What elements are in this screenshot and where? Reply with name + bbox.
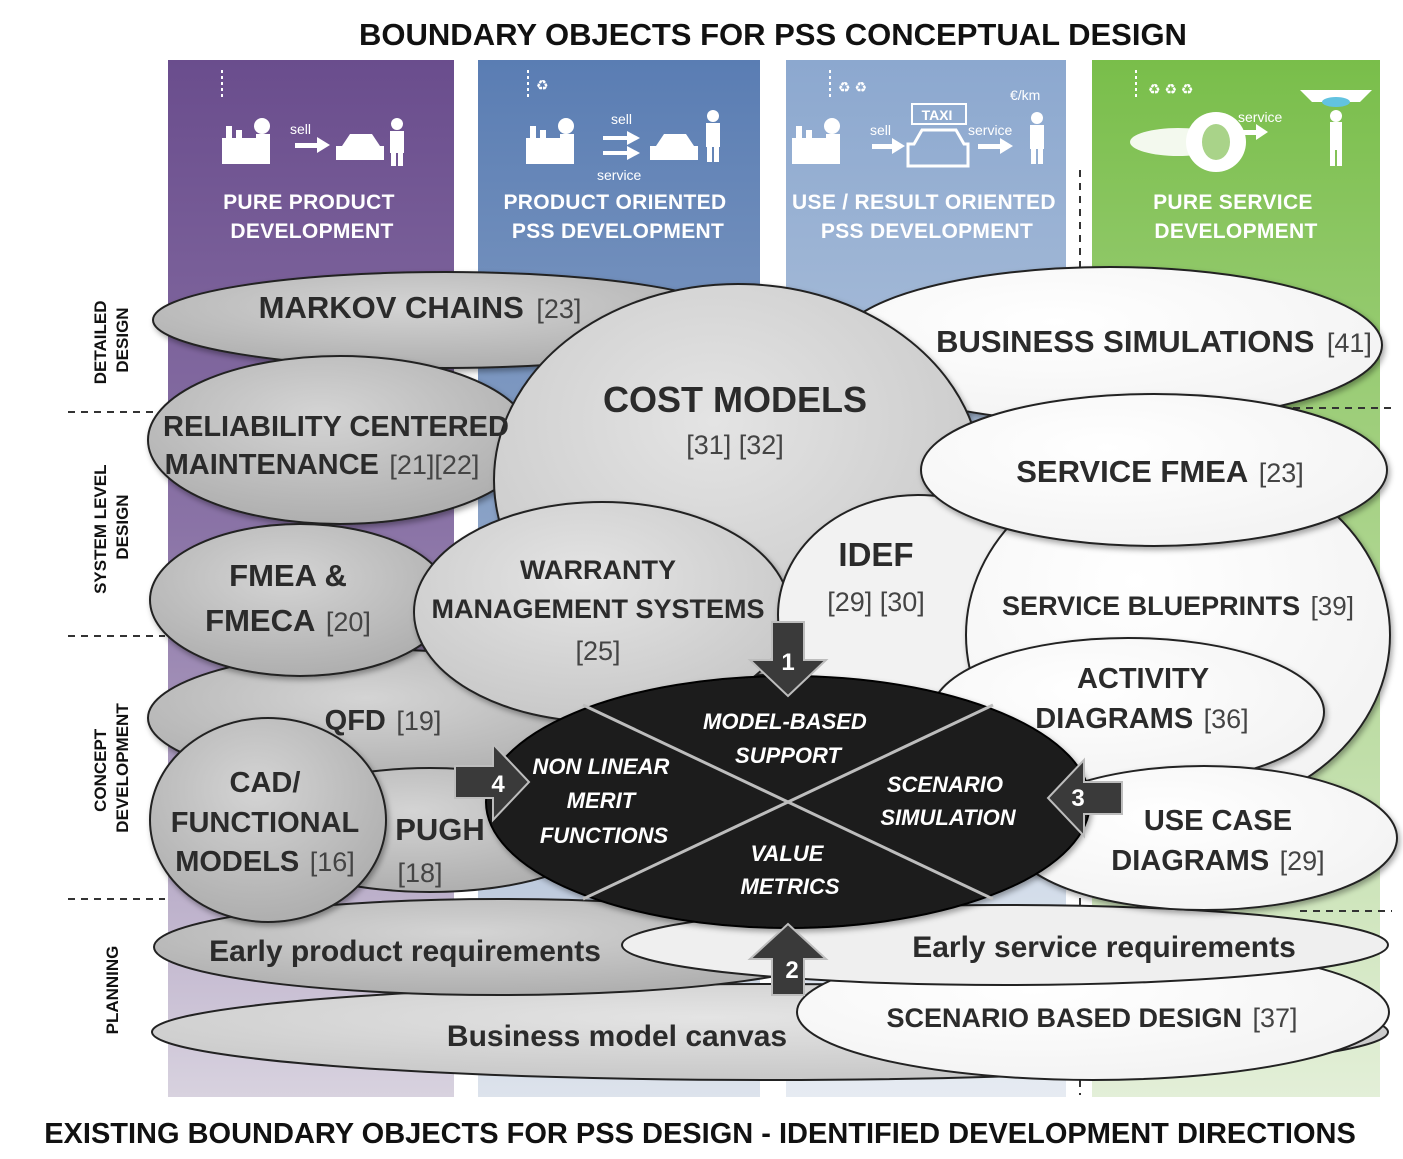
cad-functional-models-ellipse <box>149 717 387 923</box>
use-case-label-line2: DIAGRAMS [29] <box>1111 845 1324 877</box>
service-label: service <box>1238 109 1283 125</box>
scenario-simulation-label: SCENARIO SIMULATION <box>880 772 1016 830</box>
service-label: service <box>968 122 1013 138</box>
car-icon <box>650 134 698 160</box>
service-fmea-ellipse <box>920 393 1388 547</box>
rcm-label-line2: MAINTENANCE [21][22] <box>165 449 480 481</box>
warranty-ref: [25] <box>575 636 620 666</box>
person-icon <box>706 110 720 162</box>
markov-chains-label: MARKOV CHAINS [23] <box>259 290 582 325</box>
idef-label: IDEF <box>838 536 913 573</box>
column-header-use-result: USE / RESULT ORIENTED PSS DEVELOPMENT <box>792 191 1062 243</box>
factory-icon <box>222 118 270 164</box>
stage-label-concept-development: CONCEPT DEVELOPMENT <box>91 703 132 833</box>
pugh-ref: [18] <box>397 858 442 888</box>
service-label: service <box>597 167 642 183</box>
business-simulations-label: BUSINESS SIMULATIONS [41] <box>936 324 1372 359</box>
factory-icon <box>526 118 574 164</box>
column-header-pure-product: PURE PRODUCT DEVELOPMENT <box>223 191 401 243</box>
early-service-requirements-label: Early service requirements <box>912 931 1296 964</box>
sell-label: sell <box>611 111 632 127</box>
arrow-number: 1 <box>781 649 794 676</box>
diagram-caption: EXISTING BOUNDARY OBJECTS FOR PSS DESIGN… <box>44 1118 1356 1150</box>
cad-label: CAD/ <box>230 767 301 799</box>
arrow-number: 4 <box>491 771 505 798</box>
fmea-label: FMEA & <box>229 558 347 593</box>
qfd-label: QFD [19] <box>325 705 442 737</box>
cost-models-label: COST MODELS <box>603 379 867 420</box>
early-product-requirements-label: Early product requirements <box>209 935 601 968</box>
warranty-label: WARRANTY <box>520 555 676 585</box>
use-case-label: USE CASE <box>1144 805 1292 837</box>
recycle-icon: ♻ ♻ ♻ <box>1148 81 1193 97</box>
beam-icon <box>1300 90 1372 166</box>
service-fmea-label: SERVICE FMEA [23] <box>1016 454 1303 489</box>
pugh-label: PUGH <box>395 812 485 847</box>
double-arrow-icon <box>603 131 640 160</box>
column-header-pure-service: PURE SERVICE DEVELOPMENT <box>1153 191 1319 243</box>
arrow-1: 1 <box>747 621 829 698</box>
diagram-title: BOUNDARY OBJECTS FOR PSS CONCEPTUAL DESI… <box>359 17 1187 52</box>
stage-separators <box>68 407 1392 912</box>
activity-diagrams-label-line2: DIAGRAMS [36] <box>1035 703 1248 735</box>
arrow-2: 2 <box>747 922 829 996</box>
column-header-product-oriented: PRODUCT ORIENTED PSS DEVELOPMENT <box>503 191 732 243</box>
cost-models-ref: [31] [32] <box>686 430 784 460</box>
service-blueprints-label: SERVICE BLUEPRINTS [39] <box>1002 591 1354 621</box>
arrow-right-icon <box>1236 124 1268 140</box>
arrow-3: 3 <box>1046 757 1123 839</box>
scenario-based-design-label: SCENARIO BASED DESIGN [37] <box>886 1003 1297 1033</box>
arrow-right-icon <box>295 137 330 153</box>
arrow-4: 4 <box>454 741 531 823</box>
stage-label-detailed-design: DETAILED DESIGN <box>91 296 132 384</box>
cad-label-line2: FUNCTIONAL <box>171 807 359 839</box>
sell-label: sell <box>290 121 311 137</box>
warranty-label-line2: MANAGEMENT SYSTEMS <box>431 594 764 624</box>
model-based-support-label: MODEL-BASED SUPPORT <box>703 709 873 768</box>
business-model-canvas-label: Business model canvas <box>447 1020 787 1053</box>
arrow-number: 3 <box>1071 785 1084 812</box>
idef-ref: [29] [30] <box>827 587 925 617</box>
sell-label: sell <box>870 122 891 138</box>
arrow-right-icon <box>872 138 905 154</box>
central-divider <box>582 703 994 901</box>
scale-mark <box>221 70 1137 100</box>
person-icon <box>390 118 404 166</box>
taxi-label: TAXI <box>922 107 953 123</box>
taxi-icon <box>906 103 970 168</box>
development-directions-hub <box>485 675 1091 929</box>
factory-icon <box>792 118 840 164</box>
arrow-right-icon <box>978 138 1013 154</box>
non-linear-merit-functions-label: NON LINEAR MERIT FUNCTIONS <box>532 754 675 848</box>
recycle-icon: ♻ <box>536 77 549 93</box>
price-label: €/km <box>1010 87 1040 103</box>
fmea-label-line2: FMECA [20] <box>205 603 371 638</box>
car-icon <box>336 134 384 160</box>
stage-label-system-level-design: SYSTEM LEVEL DESIGN <box>91 460 132 594</box>
cad-label-line3: MODELS [16] <box>175 846 355 878</box>
value-metrics-label: VALUE METRICS <box>741 841 840 899</box>
stage-label-planning: PLANNING <box>103 946 122 1035</box>
ufo-icon <box>1130 112 1246 172</box>
arrow-number: 2 <box>785 957 798 984</box>
activity-diagrams-label: ACTIVITY <box>1077 663 1209 695</box>
rcm-label: RELIABILITY CENTERED <box>163 411 509 443</box>
recycle-icon: ♻ ♻ <box>838 79 867 95</box>
fmea-fmeca-ellipse <box>149 523 451 677</box>
person-icon <box>1030 112 1044 164</box>
